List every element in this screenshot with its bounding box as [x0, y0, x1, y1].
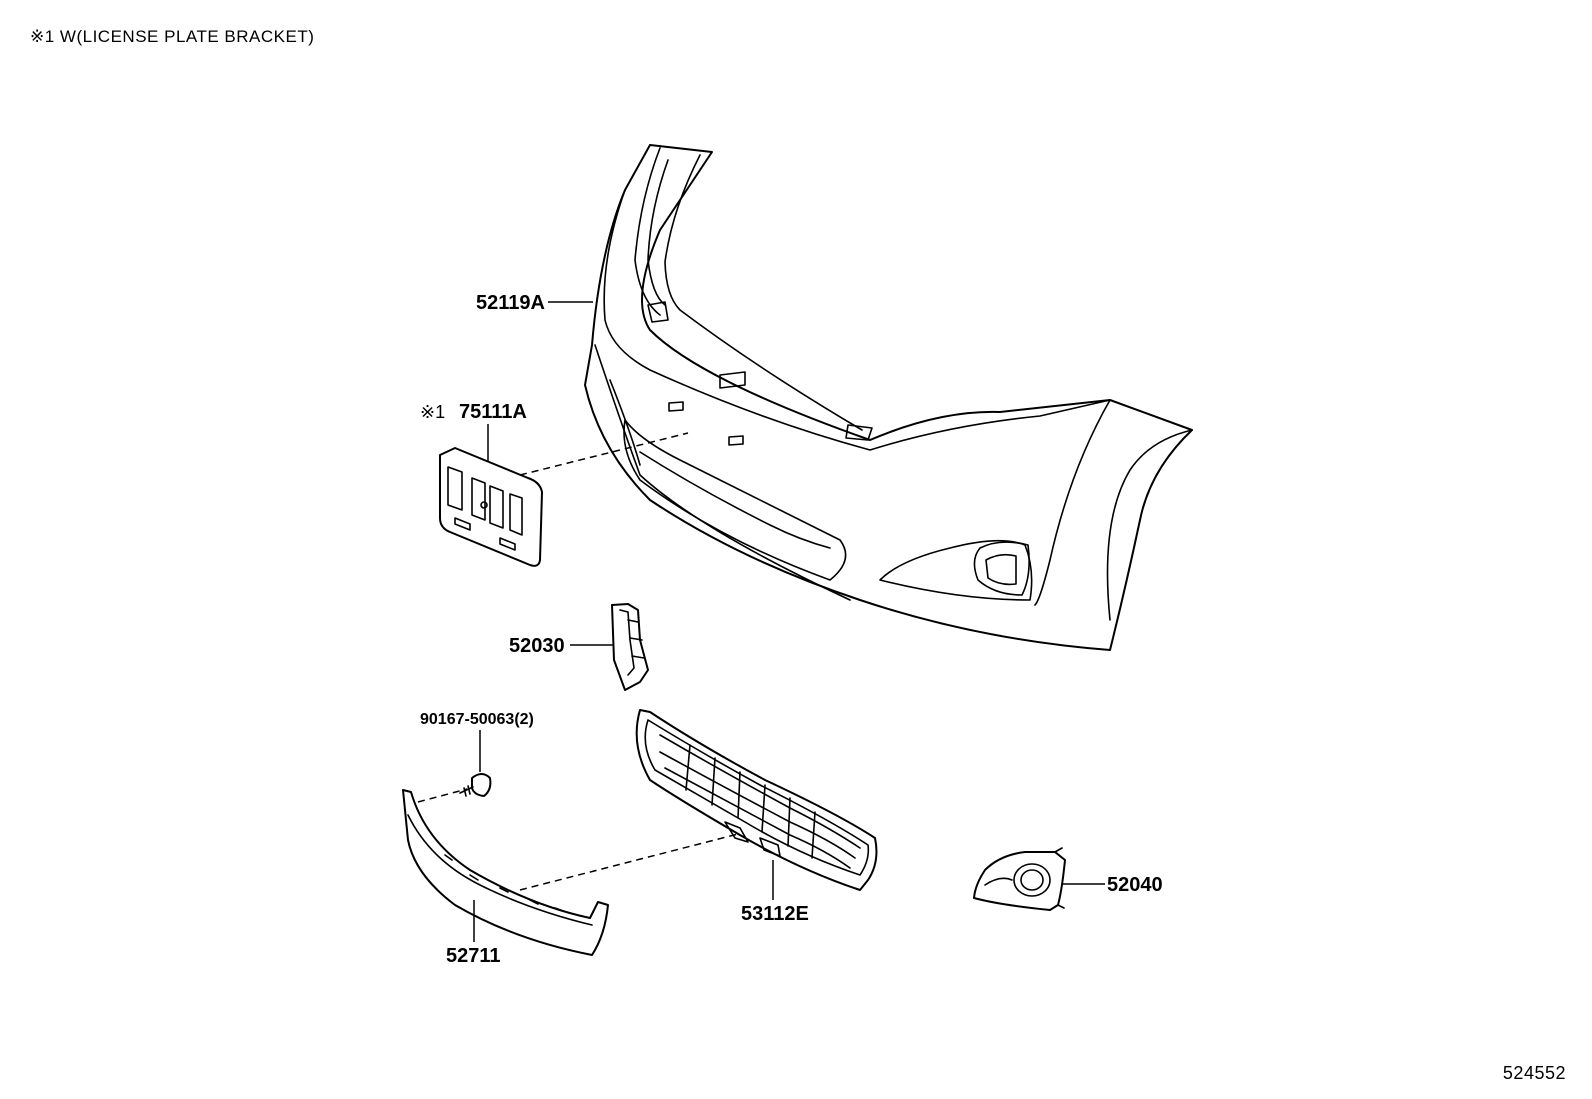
retainer[interactable]	[611, 603, 649, 691]
label-lower-molding: 52711	[446, 945, 501, 967]
dash-screw-to-molding	[417, 788, 468, 803]
label-bumper-cover: 52119A	[476, 292, 545, 314]
label-plate-bracket: 75111A	[459, 401, 527, 423]
label-fog-cover: 52040	[1107, 874, 1163, 896]
label-plate-bracket-mark: ※1	[420, 402, 445, 422]
diagram-code: 524552	[1502, 1063, 1566, 1083]
lower-grille[interactable]	[635, 709, 878, 891]
header-note: ※1 W(LICENSE PLATE BRACKET)	[30, 27, 315, 46]
fog-lamp-cover[interactable]	[973, 847, 1066, 911]
label-lower-grille: 53112E	[741, 903, 809, 925]
dash-bracket-to-bumper	[519, 432, 689, 476]
label-screw: 90167-50063(2)	[420, 711, 534, 728]
license-plate-bracket[interactable]	[439, 447, 543, 567]
screw[interactable]	[459, 773, 492, 797]
dash-molding-to-grille	[519, 833, 739, 891]
lower-molding[interactable]	[402, 789, 609, 956]
bumper-cover[interactable]	[584, 144, 1193, 651]
label-retainer: 52030	[509, 635, 565, 657]
